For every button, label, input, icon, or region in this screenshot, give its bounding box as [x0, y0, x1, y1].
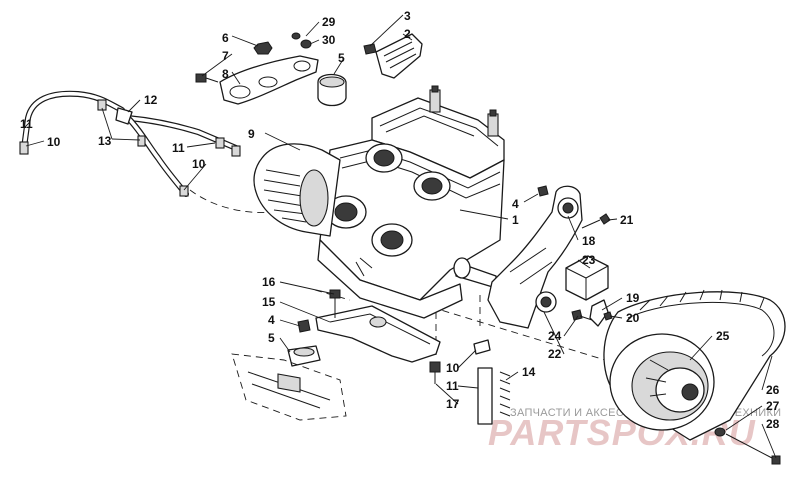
callout-1: 1: [512, 213, 519, 227]
spacer-icon: [589, 299, 609, 327]
callout-10-left: 10: [47, 135, 61, 149]
intake-boot-icon: [365, 143, 403, 173]
callout-24: 24: [548, 329, 562, 343]
callout-14: 14: [522, 365, 536, 379]
lower-mount-parts: [287, 289, 441, 367]
nut-icon: [253, 41, 273, 55]
callout-4-upper: 4: [512, 197, 519, 211]
callout-2: 2: [404, 27, 411, 41]
callout-30: 30: [322, 33, 336, 47]
bolt-icon: [599, 213, 611, 225]
stud-icon: [429, 361, 441, 373]
spark-plug-icon: [429, 85, 441, 113]
bolt-icon: [329, 289, 341, 299]
intake-boot-icon: [413, 171, 451, 201]
callout-21: 21: [620, 213, 634, 227]
washer-icon: [300, 39, 312, 49]
callout-11-left: 11: [20, 117, 33, 131]
callout-8: 8: [222, 67, 229, 81]
fuel-hoses: [19, 90, 241, 197]
clip-icon: [473, 339, 491, 355]
callout-29: 29: [322, 15, 336, 29]
callout-4-lower: 4: [268, 313, 275, 327]
callout-3: 3: [404, 9, 411, 23]
callout-5-lower: 5: [268, 331, 275, 345]
chassis-rail-fragment: [231, 353, 347, 421]
callout-12: 12: [144, 93, 158, 107]
callout-26: 26: [766, 383, 780, 397]
bolt-icon: [771, 455, 781, 465]
callout-7: 7: [222, 49, 229, 63]
callout-5-top: 5: [338, 51, 345, 65]
intake-boot-icon: [325, 195, 367, 229]
hose-clamp-icon: [137, 135, 146, 147]
callout-11-mid: 11: [172, 141, 185, 155]
spring-icon: [499, 371, 511, 417]
callout-10-lower: 10: [446, 361, 460, 375]
leader-lines: [23, 14, 777, 459]
callout-11-lower: 11: [446, 379, 459, 393]
engine-bracket-icon: [219, 55, 319, 105]
motor-plate-assembly: [487, 185, 613, 329]
nut-icon: [537, 185, 549, 197]
callout-16: 16: [262, 275, 276, 289]
callout-labels: 29 3 6 30 2 7 5 8 12 11 10 13 9 11 10 4 …: [20, 9, 780, 431]
callout-18: 18: [582, 234, 596, 248]
callout-15: 15: [262, 295, 276, 309]
washer-icon: [714, 427, 726, 437]
bolt-icon: [603, 311, 613, 321]
callout-10-mid: 10: [192, 157, 206, 171]
cable-sleeve-icon: [477, 367, 493, 425]
intake-boot-icon: [371, 223, 413, 257]
callout-25: 25: [716, 329, 730, 343]
nut-icon: [297, 319, 311, 333]
spark-plug-icon: [487, 109, 499, 137]
callout-13: 13: [98, 134, 112, 148]
callout-19: 19: [626, 291, 640, 305]
callout-17: 17: [446, 397, 460, 411]
top-mount-parts: [195, 32, 423, 107]
callout-23: 23: [582, 253, 596, 267]
hose-clamp-icon: [19, 141, 29, 155]
callout-28: 28: [766, 417, 780, 431]
hose-clamp-icon: [179, 185, 189, 197]
callout-9: 9: [248, 127, 255, 141]
hose-clamp-icon: [97, 99, 107, 111]
callout-6: 6: [222, 31, 229, 45]
recoil-starter-housing: [253, 143, 341, 237]
hose-clamp-icon: [215, 137, 225, 149]
engine-block: [317, 85, 505, 319]
clutch-and-belt: [603, 289, 786, 465]
callout-27: 27: [766, 399, 780, 413]
callout-20: 20: [626, 311, 640, 325]
motor-plate-icon: [487, 185, 583, 329]
lower-mount-plate-icon: [315, 305, 441, 363]
callout-22: 22: [548, 347, 562, 361]
hose-clamp-icon: [231, 145, 241, 157]
